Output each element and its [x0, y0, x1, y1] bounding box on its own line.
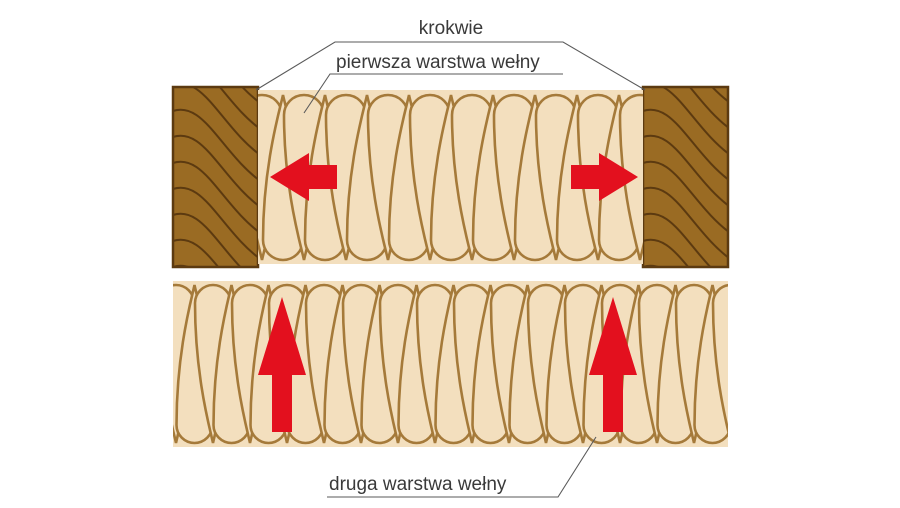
wood-grain-line [643, 186, 728, 259]
wood-grain-line [190, 87, 258, 155]
wood-grain-line [643, 264, 662, 267]
rafter-right [638, 6, 733, 269]
label-first-wool-layer: pierwsza warstwa wełny [336, 52, 540, 73]
wood-grain-line [173, 238, 220, 267]
wood-grain-line [218, 87, 258, 129]
rafter-left [168, 6, 263, 269]
wood-grain-line [173, 108, 258, 181]
arrow-right-icon [571, 153, 638, 201]
wool-fiber [711, 283, 728, 436]
wood-grain-line [643, 108, 728, 181]
wood-grain-line [173, 160, 258, 233]
wood-grain-line [168, 6, 263, 79]
wood-grain-line [710, 87, 728, 103]
wood-grain-line [173, 134, 258, 207]
wood-grain-line [643, 134, 728, 207]
label-second-wool-layer: druga warstwa wełny [329, 474, 507, 495]
wood-grain-line [643, 212, 712, 267]
wood-grain-line [643, 238, 690, 267]
wood-grain-line [240, 87, 258, 103]
wood-grain-line [660, 87, 728, 155]
wood-grain-line [638, 6, 733, 79]
arrow-left-icon [270, 153, 337, 201]
wood-grain-line [173, 212, 242, 267]
second-wool-layer [173, 281, 728, 447]
leader-lines [255, 41, 646, 498]
wood-grain-line [173, 186, 258, 259]
wood-grain-line [173, 264, 192, 267]
label-rafters: krokwie [419, 18, 483, 39]
wood-grain-line [688, 87, 728, 129]
wood-grain-line [643, 160, 728, 233]
arrow-up-icon [258, 297, 306, 432]
arrow-up-icon [589, 297, 637, 432]
